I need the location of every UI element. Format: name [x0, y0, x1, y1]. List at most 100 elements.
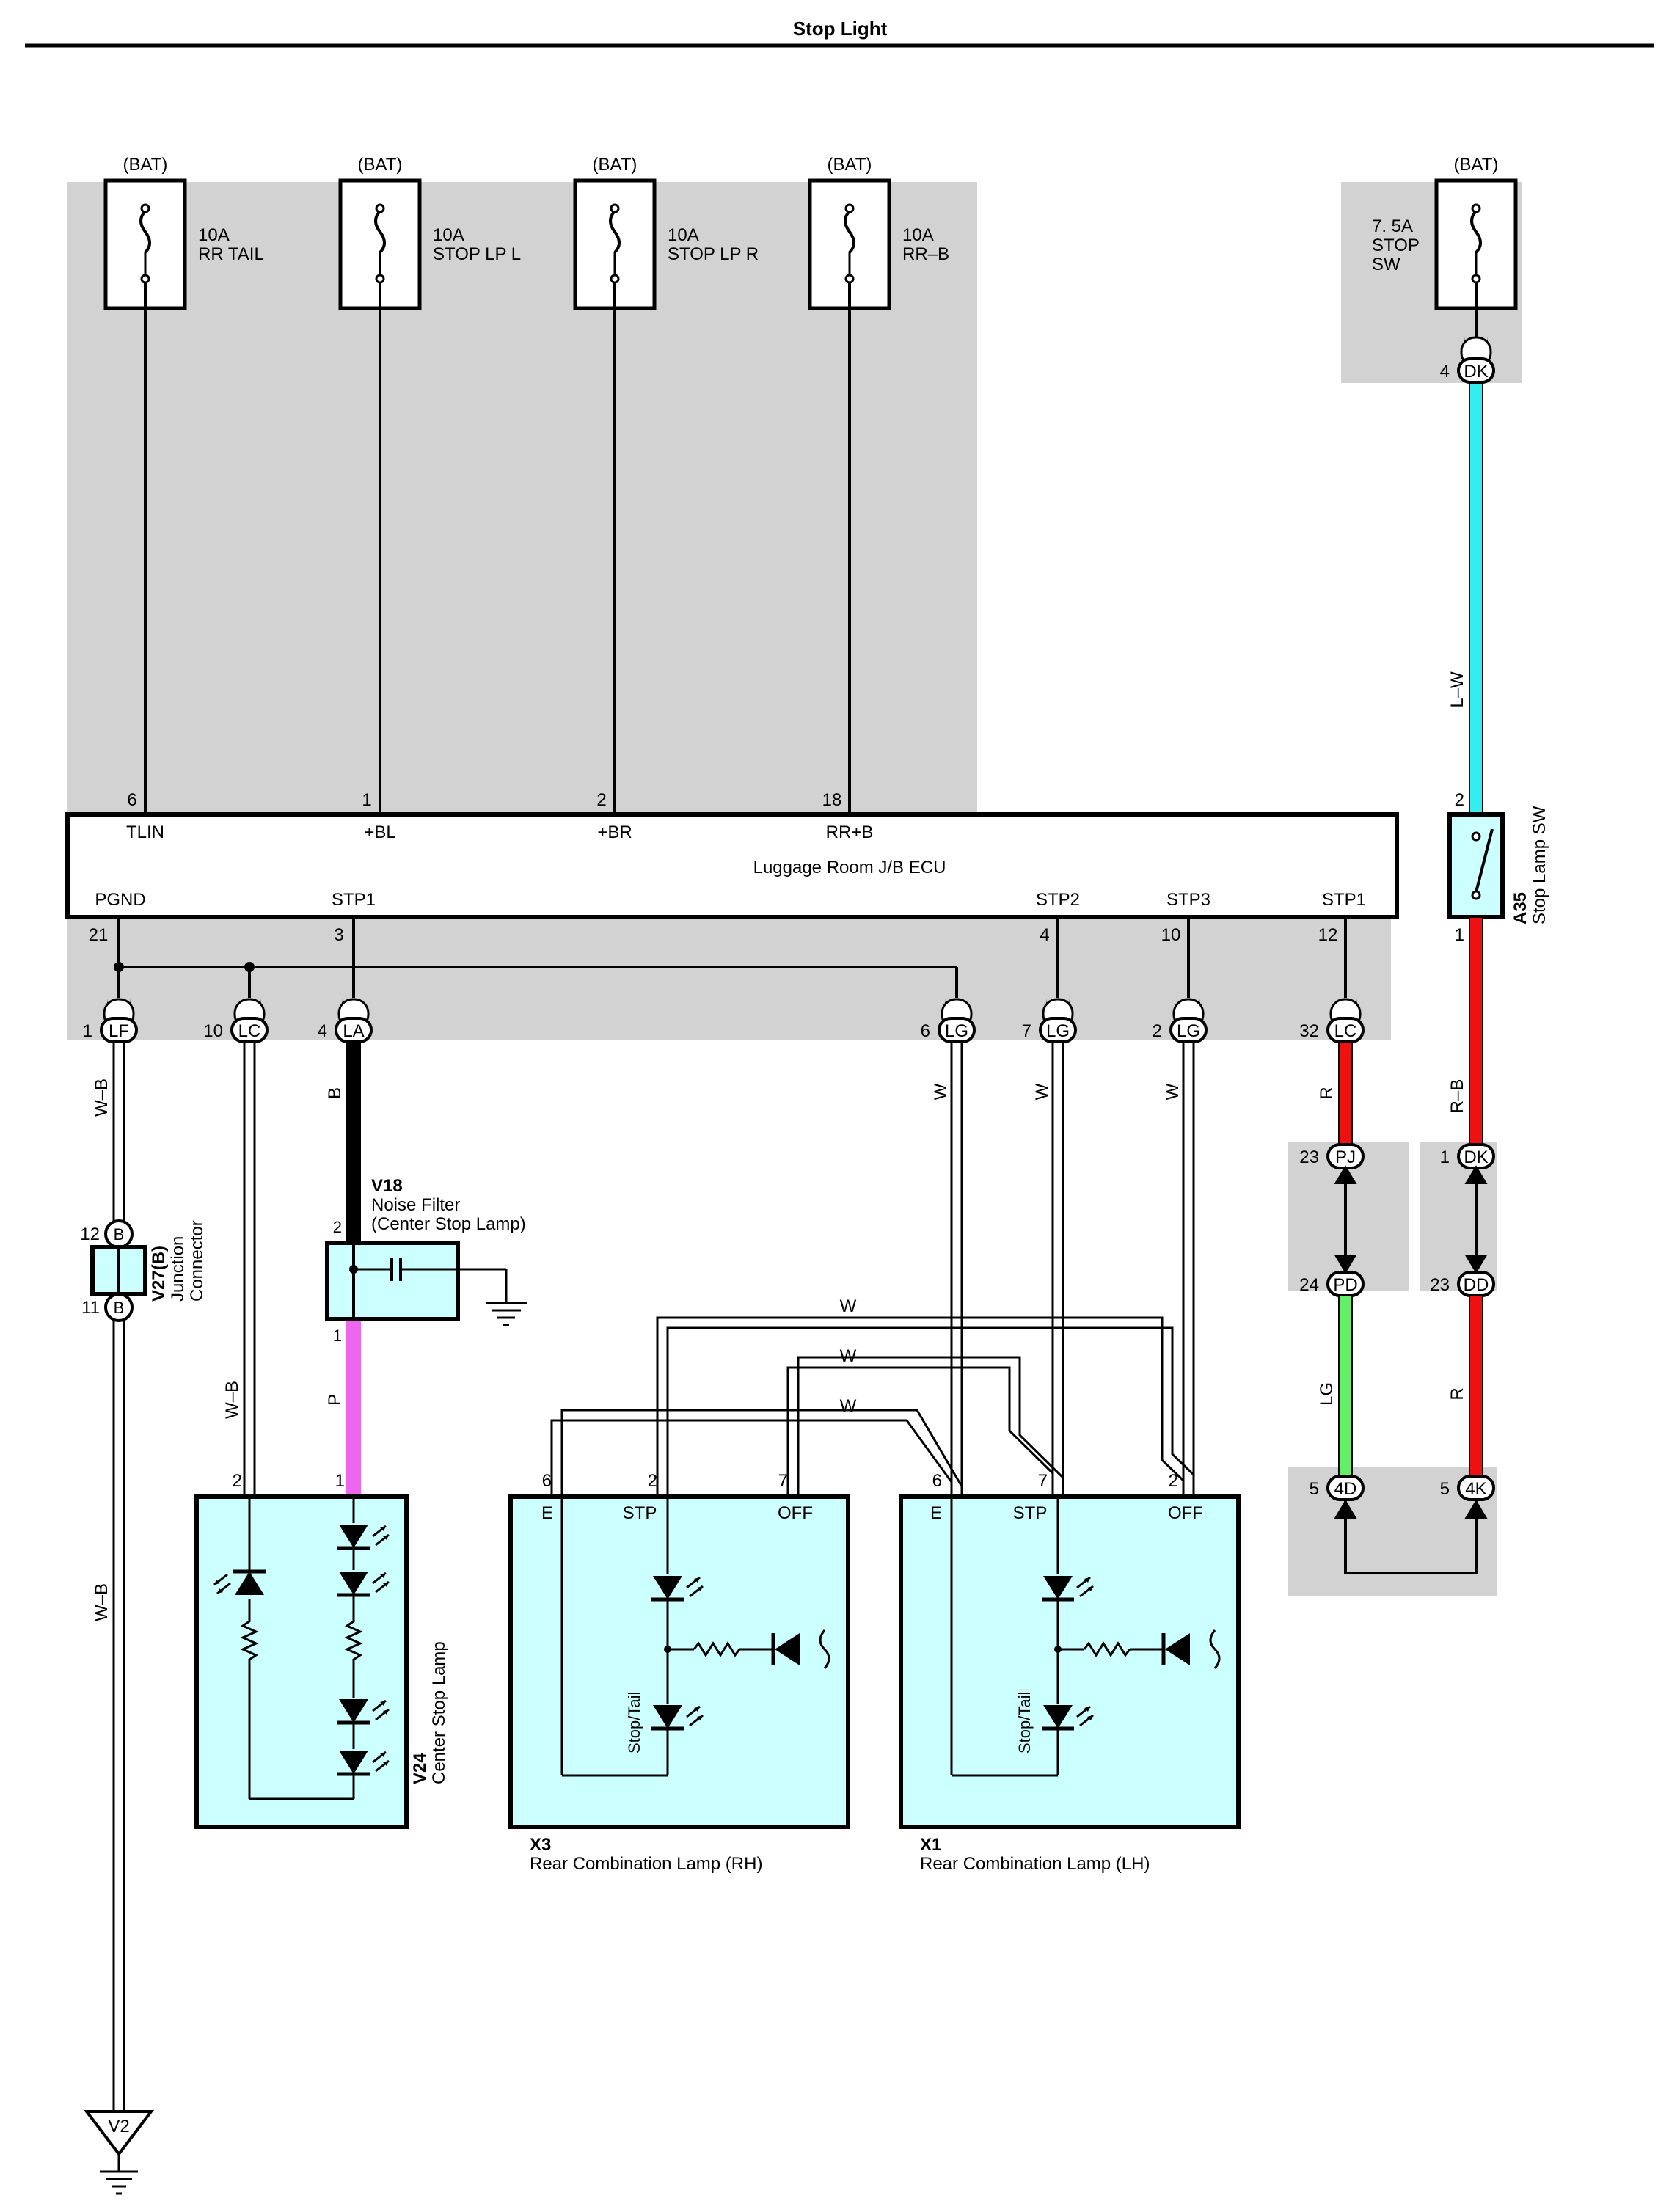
- connector-lf: LF 1: [83, 996, 138, 1043]
- svg-text:OFF: OFF: [1168, 1503, 1203, 1523]
- svg-text:7. 5A: 7. 5A: [1372, 216, 1413, 236]
- svg-text:E: E: [541, 1503, 553, 1523]
- svg-text:X1: X1: [920, 1835, 941, 1855]
- wire-p-pink: P: [325, 1321, 361, 1497]
- svg-text:7: 7: [778, 1471, 788, 1491]
- svg-text:6: 6: [921, 1021, 930, 1041]
- connector-lc-10: LC 10: [203, 996, 269, 1043]
- svg-text:7: 7: [1038, 1471, 1048, 1491]
- rear-combination-lamp-lh: 6 7 2 E STP OFF Stop/Tail X1 Rear Combin…: [899, 1471, 1241, 1874]
- page-title: Stop Light: [793, 18, 888, 40]
- svg-text:(BAT): (BAT): [1454, 155, 1499, 175]
- center-stop-lamp: 2 1 V24 Center Stop Lamp: [194, 1471, 449, 1829]
- svg-text:STP: STP: [623, 1503, 657, 1523]
- svg-text:LA: LA: [343, 1021, 364, 1041]
- svg-text:12: 12: [80, 1224, 100, 1244]
- svg-text:+BR: +BR: [597, 822, 632, 842]
- connector-lg-2: LG 2: [1153, 996, 1208, 1043]
- svg-text:2: 2: [596, 790, 606, 810]
- svg-text:10A: 10A: [902, 225, 934, 245]
- wire-r-b: R–B: [1447, 916, 1483, 1154]
- svg-text:RR+B: RR+B: [826, 822, 874, 842]
- svg-text:SW: SW: [1372, 255, 1400, 274]
- fuse-rr-b: (BAT) 10A RR–B: [808, 155, 949, 310]
- svg-text:B: B: [114, 1299, 125, 1317]
- svg-text:3: 3: [334, 925, 343, 945]
- svg-text:B: B: [325, 1087, 345, 1099]
- svg-text:+BL: +BL: [364, 822, 395, 842]
- svg-text:23: 23: [1299, 1147, 1319, 1167]
- svg-text:B: B: [114, 1225, 125, 1244]
- noise-filter: V18 Noise Filter (Center Stop Lamp) 2 1: [325, 1176, 527, 1345]
- wire-label: W: [840, 1346, 857, 1366]
- svg-text:24: 24: [1299, 1275, 1319, 1295]
- splice-dot: [244, 962, 255, 972]
- svg-text:TLIN: TLIN: [126, 822, 164, 842]
- svg-text:Junction: Junction: [168, 1236, 188, 1302]
- svg-text:2: 2: [1455, 790, 1464, 810]
- splice-dot: [114, 962, 124, 972]
- svg-text:6: 6: [127, 790, 136, 810]
- svg-text:PGND: PGND: [95, 890, 145, 910]
- wire-r-lower: R: [1447, 1295, 1483, 1489]
- connector-lg-7: LG 7: [1022, 996, 1077, 1043]
- svg-text:STOP: STOP: [1372, 236, 1420, 255]
- svg-text:(BAT): (BAT): [828, 155, 872, 175]
- svg-text:6: 6: [932, 1471, 942, 1491]
- svg-text:10A: 10A: [198, 225, 230, 245]
- svg-text:P: P: [325, 1394, 345, 1406]
- svg-text:2: 2: [1169, 1471, 1178, 1491]
- svg-text:1: 1: [362, 790, 371, 810]
- connector-dk-1: DK 1: [1440, 1143, 1495, 1169]
- svg-text:R–B: R–B: [1447, 1079, 1467, 1114]
- wires-w-white: [550, 1043, 1195, 1497]
- svg-text:Luggage Room J/B ECU: Luggage Room J/B ECU: [753, 858, 946, 877]
- wire-label: W–B: [92, 1078, 112, 1117]
- svg-text:10A: 10A: [433, 225, 464, 245]
- connector-la: LA 4: [318, 996, 373, 1043]
- svg-text:2: 2: [333, 1218, 342, 1236]
- svg-text:OFF: OFF: [778, 1503, 813, 1523]
- svg-text:V2: V2: [108, 2117, 129, 2136]
- wire-w-b-center: [243, 1043, 256, 1497]
- wire-b-black: B: [325, 1043, 361, 1243]
- svg-text:(BAT): (BAT): [593, 155, 638, 175]
- stop-lamp-switch: 2 1 A35 Stop Lamp SW: [1447, 790, 1549, 945]
- svg-text:Stop Lamp SW: Stop Lamp SW: [1530, 806, 1549, 924]
- svg-text:PD: PD: [1333, 1275, 1357, 1295]
- svg-text:23: 23: [1430, 1275, 1450, 1295]
- inline-link-pj-pd: [1334, 1165, 1357, 1274]
- svg-text:STP2: STP2: [1036, 890, 1080, 910]
- svg-text:STP3: STP3: [1166, 890, 1210, 910]
- svg-text:LF: LF: [109, 1021, 129, 1041]
- luggage-room-jb-ecu: 6 1 2 18 TLIN +BL +BR RR+B Luggage Room …: [65, 790, 1399, 945]
- svg-text:RR–B: RR–B: [902, 244, 949, 264]
- wire-label: W–B: [92, 1583, 112, 1621]
- svg-text:1: 1: [333, 1326, 342, 1345]
- connector-lc-32: LC 32: [1299, 996, 1365, 1043]
- svg-text:Center Stop Lamp: Center Stop Lamp: [429, 1641, 449, 1784]
- wire-label: W: [931, 1083, 951, 1100]
- connector-dk-4: DK 4: [1440, 335, 1495, 384]
- svg-text:A35: A35: [1511, 892, 1530, 924]
- svg-text:10: 10: [1161, 925, 1181, 945]
- svg-text:1: 1: [83, 1021, 92, 1041]
- wire-label: W: [840, 1396, 857, 1416]
- svg-text:DK: DK: [1464, 1147, 1488, 1167]
- svg-text:STP: STP: [1013, 1503, 1048, 1523]
- connector-lg-6: LG 6: [921, 996, 976, 1043]
- connector-4d: 4D 5: [1310, 1475, 1365, 1501]
- svg-text:E: E: [930, 1503, 942, 1523]
- svg-text:STP1: STP1: [332, 890, 376, 910]
- svg-text:5: 5: [1310, 1479, 1319, 1499]
- fuse-stop-sw: (BAT) 7. 5A STOP SW: [1372, 155, 1518, 310]
- svg-text:PJ: PJ: [1335, 1147, 1356, 1167]
- svg-text:(Center Stop Lamp): (Center Stop Lamp): [371, 1214, 526, 1234]
- svg-text:21: 21: [89, 925, 109, 945]
- svg-text:1: 1: [1440, 1147, 1450, 1167]
- svg-text:6: 6: [542, 1471, 552, 1491]
- inline-link-dk-dd: [1464, 1165, 1488, 1274]
- svg-text:DK: DK: [1464, 362, 1488, 382]
- connector-pj: PJ 23: [1299, 1143, 1365, 1169]
- svg-text:10A: 10A: [668, 225, 699, 245]
